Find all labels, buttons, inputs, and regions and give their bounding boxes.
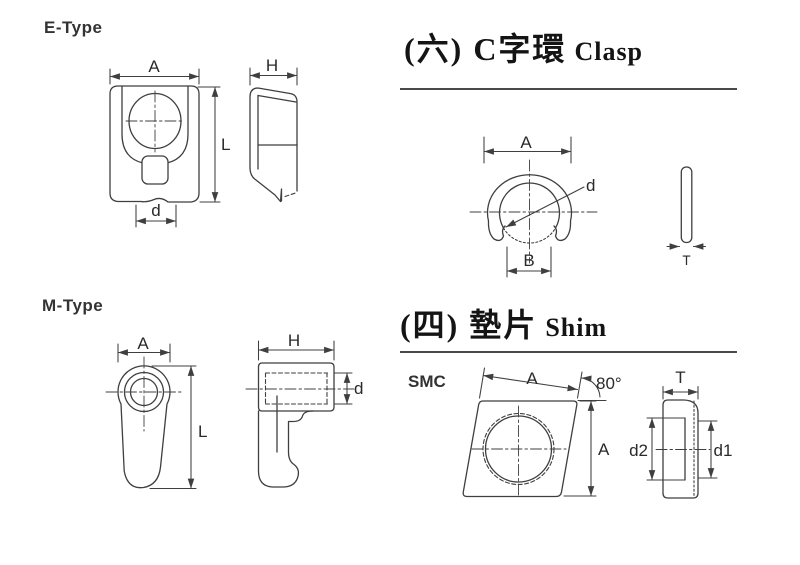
shim-dim-height-label: A xyxy=(598,440,610,459)
shim-dim-outer-label: d2 xyxy=(629,441,648,460)
etype-front-view: A L d xyxy=(109,57,230,228)
etype-label: E-Type xyxy=(44,18,103,37)
shim-side-view: T d2 d1 xyxy=(629,368,733,499)
clasp-dim-opening-label: B xyxy=(523,251,534,270)
etype-side-view: H xyxy=(249,56,298,203)
mtype-dim-length-label: L xyxy=(198,422,207,441)
clasp-title-rule xyxy=(400,88,737,90)
etype-dim-height-label: H xyxy=(266,56,278,75)
mtype-side-view: H d xyxy=(245,331,363,488)
shim-title-en: Shim xyxy=(545,313,608,342)
clasp-dim-bore-label: d xyxy=(586,176,595,195)
clasp-title-en: Clasp xyxy=(574,37,644,66)
clasp-title-zh: (六) C字環 xyxy=(404,31,567,67)
etype-dim-width-label: A xyxy=(148,57,160,76)
etype-dim-slot-label: d xyxy=(151,201,160,220)
mtype-dim-hole-label: d xyxy=(354,379,363,398)
shim-dim-thickness-label: T xyxy=(675,368,685,387)
shim-dim-inner-label: d1 xyxy=(714,441,733,460)
clasp-front-view: A d B xyxy=(469,133,598,278)
clasp-dim-thickness-label: T xyxy=(682,253,690,268)
mtype-front-view: A L xyxy=(105,334,207,490)
mtype-dim-height-label: H xyxy=(288,331,300,350)
mtype-dim-width-label: A xyxy=(137,334,149,353)
etype-dim-length-label: L xyxy=(221,135,230,154)
shim-title-zh: (四) 墊片 xyxy=(400,307,538,343)
clasp-side-view: T xyxy=(666,166,707,268)
shim-title-rule xyxy=(400,351,737,353)
shim-front-view: A 80° A xyxy=(462,367,622,498)
shim-brand-label: SMC xyxy=(408,372,446,391)
clasp-dim-width-label: A xyxy=(520,133,532,152)
shim-dim-angle-label: 80° xyxy=(596,374,622,393)
shim-dim-edge-label: A xyxy=(526,369,538,388)
mtype-label: M-Type xyxy=(42,296,104,315)
